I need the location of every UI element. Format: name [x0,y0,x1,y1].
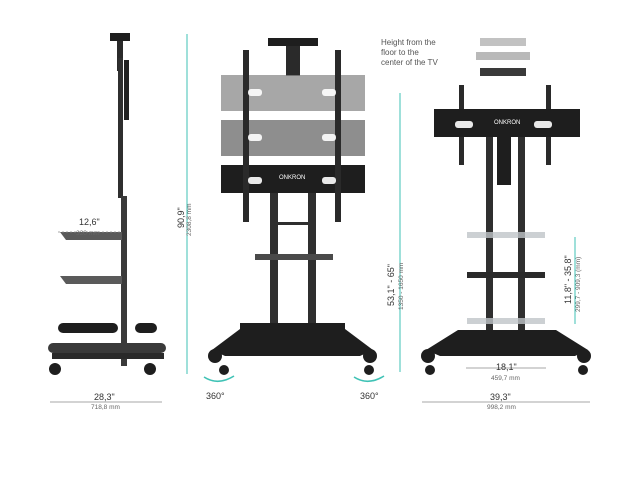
side-base-width-imperial: 28,3" [94,392,115,402]
dimension-lines [50,231,590,403]
logo-text-right: ONKRON [494,120,521,126]
side-view [48,33,166,375]
front-view-height-adjust [203,38,385,383]
total-height-metric: 2308,8 mm [186,203,193,236]
total-height-imperial: 90,9" [176,207,186,228]
tv-center-height-metric: 1350 - 1650 mm [398,262,405,310]
tv-height-note: Height from the floor to the center of t… [381,38,438,67]
shelf-height-metric: 299,7 - 909,3 (mm) [575,256,582,312]
shelf-height-imperial: 11,8" - 35,8" [563,255,573,304]
shelf-width-front-metric: 459,7 mm [491,375,520,382]
side-shelf-width-metric: 320 mm [76,230,100,237]
side-base-width-metric: 718,8 mm [91,404,120,411]
teal-dimension-lines [186,34,576,374]
logo-text-middle: ONKRON [279,175,306,181]
front-view-shelf-adjust [421,38,591,375]
rotation-left-label: 360° [206,391,225,401]
rotation-right-label: 360° [360,391,379,401]
side-shelf-width-imperial: 12,6" [79,217,100,227]
shelf-width-front-imperial: 18,1" [496,362,517,372]
tv-center-height-imperial: 53,1" - 65" [386,264,396,306]
base-width-front-imperial: 39,3" [490,392,511,402]
base-width-front-metric: 998,2 mm [487,404,516,411]
